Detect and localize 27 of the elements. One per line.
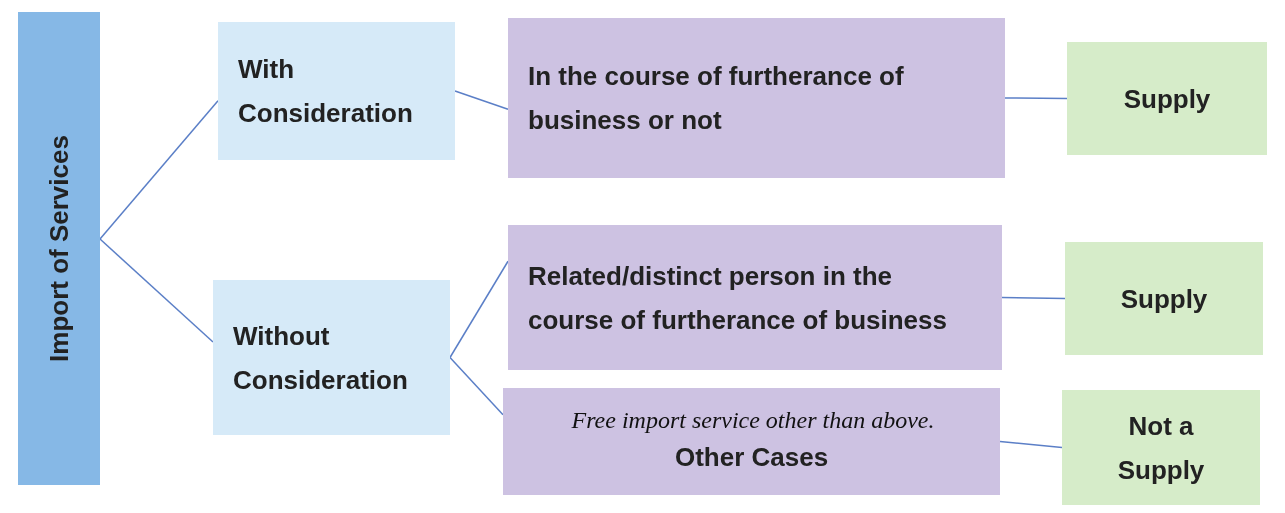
result-box <box>1065 242 1263 355</box>
result-box <box>1067 42 1267 155</box>
box-text: Not a Supply <box>1116 409 1206 487</box>
connector-line <box>1001 296 1066 300</box>
box-text: Supply <box>1123 82 1211 116</box>
case-box <box>508 18 1005 178</box>
result-box <box>1062 390 1260 505</box>
box-text: Supply <box>1120 282 1208 316</box>
condition-box <box>218 22 455 160</box>
box-text: In the course of furtherance of business or not <box>528 60 905 137</box>
box-text: Related/distinct person in the course of furtherance of business <box>528 259 948 337</box>
connector-line <box>99 99 219 240</box>
box-text: Other Cases <box>674 440 829 474</box>
condition-box <box>213 280 450 435</box>
connector-line <box>454 90 509 110</box>
case-box <box>503 388 1000 495</box>
connector-line <box>1004 97 1068 100</box>
connector-line <box>449 260 509 359</box>
vertical-label: Import of Services <box>42 135 75 362</box>
case-box <box>508 225 1002 370</box>
category-box <box>18 12 100 485</box>
connector-line <box>999 440 1063 449</box>
connector-line <box>449 356 504 416</box>
box-text: With Consideration <box>238 53 414 130</box>
box-text: Without Consideration <box>233 319 409 397</box>
connector-line <box>99 238 214 343</box>
handwritten-note: Free import service other than above. <box>570 405 936 435</box>
